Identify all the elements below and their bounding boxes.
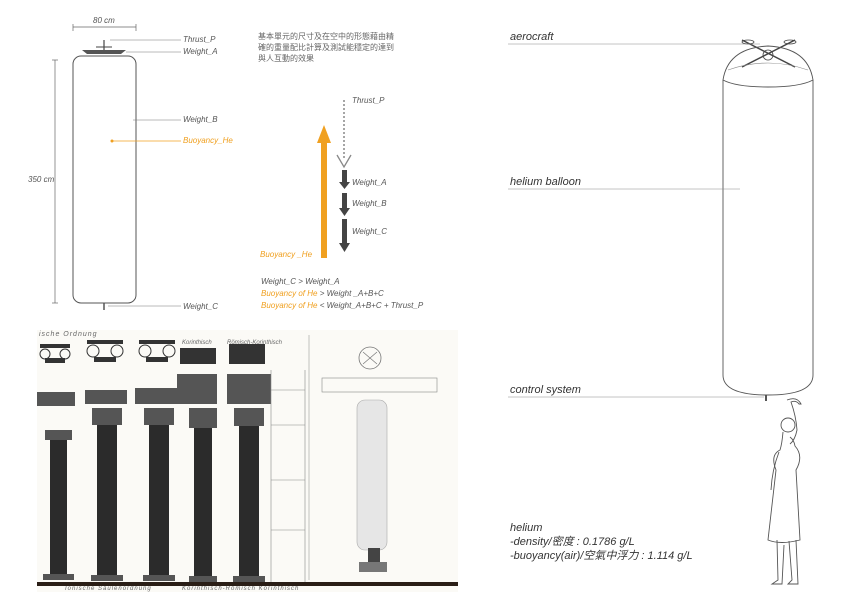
force-weight-a-label: Weight_A (352, 178, 387, 187)
control-system-label: control system (510, 384, 581, 396)
column-orders-plate: ische Ordnung Korinthisch Römisch-Korint… (37, 330, 458, 592)
helium-title: helium (510, 522, 543, 534)
plate-header-left: ische Ordnung (39, 331, 98, 338)
aerocraft-label: aerocraft (510, 31, 554, 43)
buoyancy-arrow (317, 125, 331, 258)
propeller-icon (82, 40, 126, 54)
plate-drawing (37, 335, 458, 586)
plate-footer-left: Ionische Säulenordnung (65, 586, 152, 592)
helium-info: helium -density/密度 : 0.1786 g/L -buoyanc… (510, 521, 693, 563)
width-dimension-label: 80 cm (93, 16, 115, 25)
buoyancy-he-label: Buoyancy_He (183, 136, 233, 145)
weight-a-arrow (339, 170, 350, 189)
plate-header-mid: Korinthisch (182, 340, 212, 346)
plate-footer-right: Korinthisch-Römisch Korinthisch (182, 586, 300, 592)
helium-density: -density/密度 : 0.1786 g/L (510, 536, 635, 548)
weight-b-arrow (339, 193, 350, 216)
balloon-body (72, 55, 137, 304)
helium-balloon-body (722, 80, 814, 396)
thrust-p-label: Thrust_P (183, 35, 216, 44)
force-weight-c-label: Weight_C (352, 227, 387, 236)
helium-balloon-label: helium balloon (510, 176, 581, 188)
equation-3: Buoyancy of He < Weight_A+B+C + Thrust_P (261, 301, 424, 310)
aerocraft-icon (741, 39, 797, 68)
helium-buoyancy: -buoyancy(air)/空氣中浮力 : 1.114 g/L (510, 550, 693, 562)
force-weight-b-label: Weight_B (352, 199, 387, 208)
force-buoyancy-label: Buoyancy _He (260, 250, 313, 259)
weight-c-label: Weight_C (183, 302, 218, 311)
force-description: 基本單元的尺寸及在空中的形態藉由精確的重量配比計算及測試能穩定的達到與人互動的效… (258, 32, 394, 63)
thrust-arrow (336, 100, 352, 169)
weight-b-label: Weight_B (183, 115, 218, 124)
height-dimension-label: 350 cm (28, 175, 55, 184)
equation-1: Weight_C > Weight_A (261, 277, 340, 286)
equation-2: Buoyancy of He > Weight _A+B+C (261, 289, 384, 298)
plate-header-right: Römisch-Korinthisch (227, 340, 283, 346)
weight-c-arrow (339, 219, 350, 252)
woman-silhouette (767, 398, 802, 585)
weight-a-label: Weight_A (183, 47, 218, 56)
force-thrust-p-label: Thrust_P (352, 96, 385, 105)
balloon-cap (722, 45, 814, 88)
